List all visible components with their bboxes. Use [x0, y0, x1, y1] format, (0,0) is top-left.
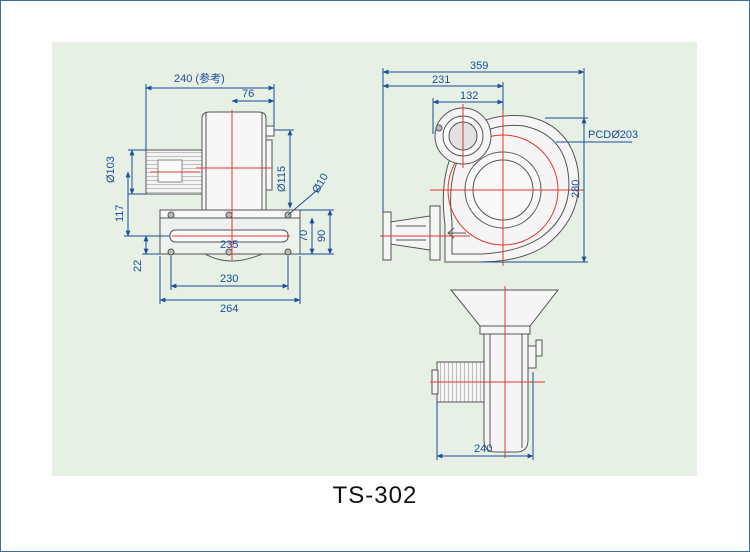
dim-132: 132: [460, 90, 478, 102]
dim-280: 280: [570, 180, 582, 198]
front-centerlines: [150, 110, 290, 260]
top-housing: [483, 333, 529, 453]
front-dimensions: [124, 84, 334, 304]
dim-dia-103: Ø103: [105, 156, 117, 183]
dim-dia-115: Ø115: [276, 166, 288, 192]
dim-264: 264: [220, 303, 238, 315]
outlet-duct: [389, 215, 431, 251]
dim-235: 235: [220, 239, 238, 251]
dim-240-ref: 240 (参考): [174, 71, 225, 85]
top-view: [431, 289, 560, 453]
dim-231: 231: [432, 74, 450, 86]
dim-359: 359: [470, 60, 488, 72]
dim-dia-10: Ø10: [310, 171, 331, 195]
dim-70: 70: [298, 230, 310, 242]
dim-90: 90: [316, 230, 328, 242]
dim-pcd-203: PCDØ203: [588, 129, 638, 141]
dim-76: 76: [242, 88, 254, 100]
side-dimensions: [382, 68, 632, 263]
top-centerlines: [430, 286, 545, 458]
side-dimension-labels: 359 231 132 PCDØ203 280: [432, 60, 638, 198]
side-view: [382, 107, 580, 263]
front-housing: [201, 111, 267, 211]
dim-230: 230: [220, 273, 238, 285]
dim-117: 117: [114, 204, 126, 222]
front-dimension-labels: 240 (参考) 76 Ø103 Ø115 117 Ø10 70 90 22 2…: [105, 71, 331, 315]
side-centerlines: [380, 100, 584, 266]
dim-22: 22: [132, 260, 144, 272]
model-label: TS-302: [332, 482, 418, 509]
top-dimensions: [436, 372, 534, 460]
dim-top-240: 240: [474, 443, 492, 455]
